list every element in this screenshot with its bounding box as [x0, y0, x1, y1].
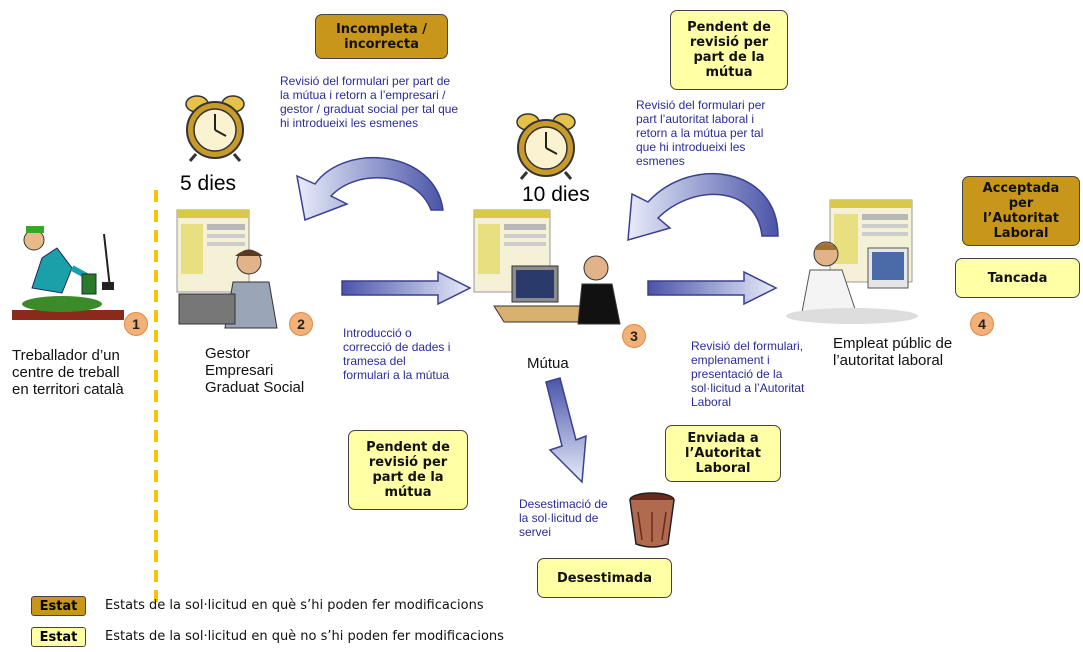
legend-text-modifiable: Estats de la sol·licitud en què s’hi pod…	[105, 598, 484, 613]
step-badge-3: 3	[622, 324, 646, 348]
step-badge-2: 2	[289, 312, 313, 336]
desc-introduccio: Introducció o correcció de dades i trame…	[343, 326, 451, 382]
empleat-public-icon	[786, 199, 918, 324]
state-incompleta: Incompleta / incorrecta	[315, 14, 448, 59]
gestor-at-computer-icon	[176, 209, 278, 329]
step-badge-4: 4	[970, 312, 994, 336]
state-tancada: Tancada	[955, 258, 1080, 298]
return-arrow-autoritat-to-mutua	[627, 172, 779, 242]
forward-arrow-mutua-to-autoritat	[647, 270, 778, 306]
forward-arrow-gestor-to-mutua	[341, 270, 472, 306]
state-desestimada: Desestimada	[537, 558, 672, 598]
waste-bin-icon	[629, 492, 675, 548]
down-arrow-desestimacio	[545, 377, 587, 484]
state-pendent-revisio-bottom: Pendent de revisió per part de la mútua	[348, 430, 468, 510]
timer-10-dies: 10 dies	[522, 183, 590, 206]
legend-swatch-modifiable: Estat	[31, 596, 86, 616]
desc-revisio-mutua: Revisió del formulari per part de la mút…	[280, 74, 459, 130]
timer-5-dies: 5 dies	[180, 172, 237, 195]
step-badge-1: 1	[124, 312, 148, 336]
state-acceptada: Acceptada per l’Autoritat Laboral	[962, 176, 1080, 246]
mutua-at-computer-icon	[473, 209, 621, 325]
injured-worker-icon	[12, 226, 124, 320]
state-enviada: Enviada a l’Autoritat Laboral	[665, 425, 781, 482]
alarm-clock-icon	[516, 113, 576, 180]
actor-treballador: Treballador d’un centre de treball en te…	[12, 347, 124, 398]
actor-divider	[154, 190, 158, 602]
state-pendent-revisio-top: Pendent de revisió per part de la mútua	[670, 10, 788, 90]
actor-gestor: Gestor Empresari Graduat Social	[205, 345, 305, 396]
return-arrow-mutua-to-gestor	[296, 156, 444, 222]
actor-mutua: Mútua	[527, 355, 569, 372]
alarm-clock-icon	[185, 95, 245, 162]
desc-revisio-autoritat: Revisió del formulari per part l’autorit…	[636, 98, 766, 168]
actor-empleat-public: Empleat públic de l’autoritat laboral	[833, 335, 953, 369]
legend-swatch-not-modifiable: Estat	[31, 627, 86, 647]
desc-revisio-emplenament: Revisió del formulari, emplenament i pre…	[691, 339, 805, 409]
desc-desestimacio: Desestimació de la sol·licitud de servei	[519, 497, 608, 539]
legend-text-not-modifiable: Estats de la sol·licitud en què no s’hi …	[105, 629, 504, 644]
